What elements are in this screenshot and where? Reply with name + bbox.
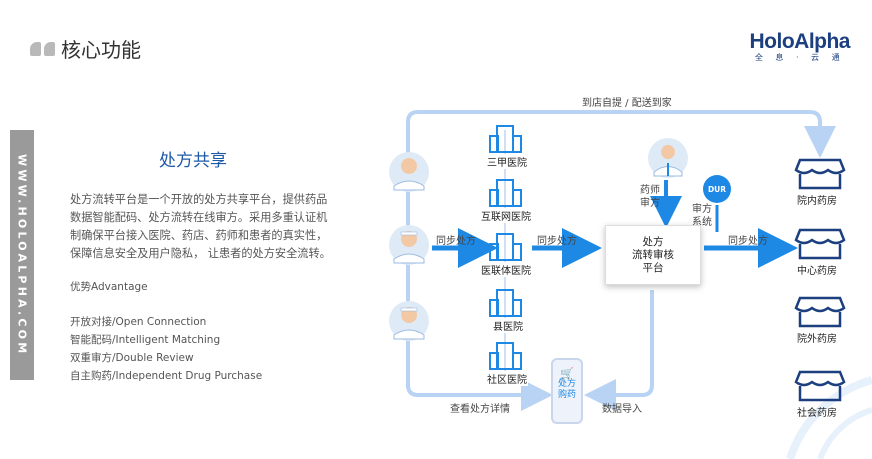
top-flow-line (406, 110, 836, 200)
phone-label-line: 购药 (557, 390, 576, 400)
prescription-platform: 处方 流转审核 平台 (605, 225, 701, 285)
sidebar-band (10, 130, 34, 380)
phone-screen: 🛒 处方 购药 (557, 368, 577, 414)
pharmacy-label: 中心药房 (797, 266, 837, 277)
brand-logo: HoloAlpha 全 息 · 云 通 (750, 31, 851, 63)
section-title: 处方共享 (159, 151, 227, 171)
quote-icon (30, 41, 55, 56)
pharmacist-label-line: 药师 (640, 185, 660, 196)
sync-label-right: 同步处方 (728, 236, 768, 247)
hospital-building-icon (489, 233, 522, 261)
pharmacy-label: 院内药房 (797, 196, 837, 207)
hospital-label: 三甲医院 (486, 154, 528, 169)
patient-avatar-icon (389, 301, 429, 341)
page-heading: 核心功能 (30, 34, 141, 63)
pharmacist-label: 药师 审方 (640, 184, 660, 210)
phone-label-line: 处方 (557, 379, 576, 389)
decor-arc (786, 376, 872, 459)
phone-icon (551, 358, 583, 424)
pharmacist-label-line: 审方 (640, 198, 660, 209)
hospital-label: 互联网医院 (480, 208, 532, 223)
feature-item: 自主购药/Independent Drug Purchase (70, 370, 263, 382)
hospital-label: 医联体医院 (480, 262, 532, 277)
hospital-label: 社区医院 (486, 371, 528, 386)
advantage-title: 优势Advantage (70, 281, 148, 293)
platform-line: 平台 (642, 261, 664, 274)
review-system-line-text: 系统 (692, 217, 712, 228)
dur-badge: DUR (703, 175, 731, 203)
logo-name: HoloAlpha (749, 30, 851, 53)
feature-item: 开放对接/Open Connection (70, 316, 207, 328)
pharmacy-label: 院外药房 (797, 334, 837, 345)
view-details-label: 查看处方详情 (450, 404, 510, 415)
description: 处方流转平台是一个开放的处方共享平台，提供药品 数据智能配码、处方流转在线审方。… (70, 191, 370, 263)
sidebar-url: WWW.HOLOALPHA.COM (15, 153, 29, 357)
hospital-building-icon (489, 125, 522, 153)
patient-avatar-icon (389, 225, 429, 265)
description-line: 处方流转平台是一个开放的处方共享平台，提供药品 (70, 193, 328, 206)
top-flow-label: 到店自提 / 配送到家 (582, 98, 672, 109)
decor-arc (817, 407, 872, 459)
review-system-label: 审方 系统 (692, 203, 712, 229)
pharmacist-avatar-icon (648, 138, 688, 178)
platform-line: 处方 (642, 235, 664, 248)
view-details-line (406, 379, 553, 411)
hospital-label: 县医院 (492, 318, 524, 333)
patient-avatar-icon (389, 152, 429, 192)
pharmacy-store-icon (794, 370, 846, 402)
review-system-line-text: 审方 (692, 204, 712, 215)
pharmacy-store-icon (794, 158, 846, 190)
hospital-building-icon (489, 289, 522, 317)
sync-label-left: 同步处方 (436, 236, 476, 247)
feature-item: 双重审方/Double Review (70, 352, 194, 364)
logo-tagline: 全 息 · 云 通 (754, 53, 845, 62)
pharmacy-store-icon (794, 228, 846, 260)
data-import-label: 数据导入 (602, 404, 642, 415)
pharmacy-label: 社会药房 (797, 408, 837, 419)
platform-line: 流转审核 (632, 248, 674, 261)
hospital-building-icon (489, 342, 522, 370)
cart-icon: 🛒 (560, 367, 574, 380)
description-line: 制确保平台接入医院、药店、药师和患者的真实性， (70, 229, 328, 242)
description-line: 数据智能配码、处方流转在线审方。采用多重认证机 (70, 211, 328, 224)
description-line: 保障信息安全及用户隐私， 让患者的处方安全流转。 (70, 247, 331, 260)
feature-item: 智能配码/Intelligent Matching (70, 334, 221, 346)
data-import-line (584, 290, 654, 411)
page-title: 核心功能 (61, 38, 141, 62)
hospital-building-icon (489, 179, 522, 207)
sync-label-mid: 同步处方 (537, 236, 577, 247)
pharmacy-store-icon (794, 296, 846, 328)
